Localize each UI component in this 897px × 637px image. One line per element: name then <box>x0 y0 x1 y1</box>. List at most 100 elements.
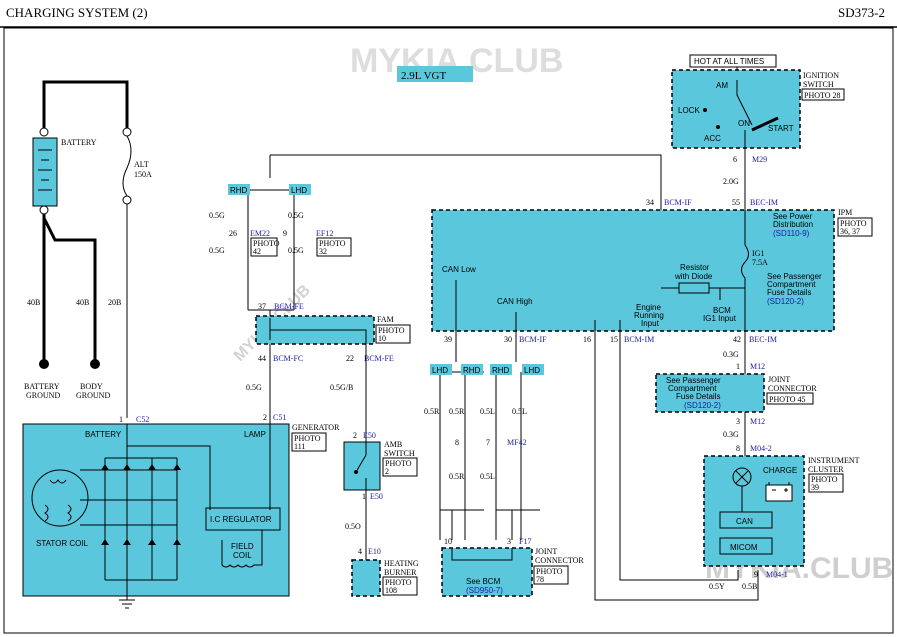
ef12-photo-box <box>316 237 352 257</box>
engine-label: 2.9L VGT <box>401 70 447 82</box>
ef12-pin: 9 <box>283 229 287 238</box>
joint-f17-box <box>441 547 533 597</box>
ignition-start-contact <box>751 116 779 132</box>
ipm-box <box>431 209 835 332</box>
ef12-wire-top: 0.5G <box>288 211 304 220</box>
battery-warning-symbol <box>768 482 790 492</box>
f17-title2: CONNECTOR <box>535 556 584 565</box>
rhd-tag-2 <box>461 364 483 375</box>
wire-05o: 0.5O <box>345 522 361 531</box>
f17-see-bcm: See BCM <box>466 577 501 586</box>
fam-pin-22: 22 <box>346 354 354 363</box>
body-ground-label: BODY <box>80 382 103 391</box>
ignition-switch-box <box>671 69 801 149</box>
heating-photo-box <box>382 576 418 596</box>
field-coil-label: FIELD <box>231 542 254 551</box>
gen-ground-icon <box>119 599 135 609</box>
hot-at-all-times: HOT AT ALL TIMES <box>694 57 764 66</box>
ef12-wire-bot: 0.5G <box>288 246 304 255</box>
cluster-pin-8: 8 <box>736 444 740 453</box>
ipm-pin-34: 34 <box>646 198 654 207</box>
ipm-conn-42: BEC-IM <box>749 335 777 344</box>
alt-fuse-rating: 150A <box>134 170 152 179</box>
mf42-conn: MF42 <box>507 438 527 447</box>
battery-top-wire <box>42 80 129 132</box>
ignition-photo-box <box>801 88 845 101</box>
ipm-pin-16: 16 <box>583 335 591 344</box>
cluster-conn-bot: M04-1 <box>766 570 788 579</box>
ipm-see-pc1: See Passenger <box>767 272 822 281</box>
em22-photo: PHOTO <box>253 239 280 248</box>
field-coil-label2: COIL <box>233 551 252 560</box>
heating-pin: 4 <box>358 547 362 556</box>
amb-conn-bot: E50 <box>370 492 383 501</box>
ipm-pin-42: 42 <box>733 335 741 344</box>
lhd-tag-2 <box>430 364 452 375</box>
fam-photo-box <box>375 324 411 344</box>
charge-label: CHARGE <box>763 466 797 475</box>
f17-title: JOINT <box>535 547 557 556</box>
m12-pin-1: 1 <box>736 362 740 371</box>
em22-photo-num: 42 <box>253 247 261 256</box>
gen-pin-2: 2 <box>263 413 267 422</box>
wire-03g-1: 0.3G <box>723 350 739 359</box>
f17-pin-3: 3 <box>507 537 511 546</box>
battery-terminal <box>39 127 49 137</box>
wire-05l-3: 0.5L <box>480 472 495 481</box>
m12-see1: See Passenger <box>666 376 721 385</box>
ipm-pin-55: 55 <box>732 198 740 207</box>
ipm-conn-55: BEC-IM <box>750 198 778 207</box>
ipm-see-pd3: (SD110-9) <box>773 229 810 238</box>
wire-03g-2: 0.3G <box>723 430 739 439</box>
fuse-terminal-top <box>122 127 132 137</box>
f17-see-ref: (SD950-7) <box>466 586 503 595</box>
battery-label: BATTERY <box>61 138 97 147</box>
amb-title2: SWITCH <box>384 449 415 458</box>
amb-conn-top: E50 <box>363 431 376 440</box>
gen-battery-label: BATTERY <box>85 430 122 439</box>
can-low-label: CAN Low <box>442 265 476 274</box>
ign-start: START <box>768 124 794 133</box>
generator-title: GENERATOR <box>292 423 340 432</box>
wire-05g-gen: 0.5G <box>246 383 262 392</box>
amb-switch-contact <box>354 470 358 474</box>
ic-regulator-box <box>205 507 281 531</box>
ipm-conn-15: BCM-IM <box>624 335 654 344</box>
lhd-tag <box>289 184 311 195</box>
f17-pin-10: 10 <box>444 537 452 546</box>
ig1-rating: 7.5A <box>752 258 768 267</box>
m12-see3: Fuse Details <box>676 392 720 401</box>
page-title: CHARGING SYSTEM (2) <box>6 5 148 20</box>
m12-see2: Compartment <box>668 384 717 393</box>
cluster-pin-9: 9 <box>754 570 758 579</box>
m12-pin-3: 3 <box>736 417 740 426</box>
fam-pin-37: 37 <box>258 302 266 311</box>
cluster-conn-top: M04-2 <box>750 444 772 453</box>
m12-photo: PHOTO 45 <box>769 395 806 404</box>
ipm-conn-30: BCM-IF <box>519 335 547 344</box>
ipm-pin-39: 39 <box>444 335 452 344</box>
ign-acc: ACC <box>704 134 721 143</box>
cluster-title2: CLUSTER <box>808 465 844 474</box>
wire-05gb: 0.5G/B <box>330 383 353 392</box>
wire-40b-2: 40B <box>76 298 89 307</box>
amb-pin-1: 1 <box>362 492 366 501</box>
heating-burner-box <box>351 559 381 597</box>
ign-pin-6: 6 <box>733 155 737 164</box>
ipm-see-pd1: See Power <box>773 212 812 221</box>
cluster-photo-num: 39 <box>811 483 819 492</box>
fam-conn-l: BCM-FC <box>273 354 303 363</box>
fam-title: FAM <box>377 315 394 324</box>
cluster-micom-label: MICOM <box>730 543 758 552</box>
cluster-photo: PHOTO <box>811 475 838 484</box>
fam-photo: PHOTO <box>378 326 405 335</box>
alt-fuse-icon <box>122 135 132 197</box>
f17-photo-num: 78 <box>536 575 544 584</box>
fam-photo-num: 10 <box>378 334 386 343</box>
em22-wire-top: 0.5G <box>209 211 225 220</box>
body-ground-icon <box>90 359 100 369</box>
heating-conn: E10 <box>368 547 381 556</box>
ign-lock-dot <box>703 108 707 112</box>
resistor-label2: with Diode <box>674 272 713 281</box>
